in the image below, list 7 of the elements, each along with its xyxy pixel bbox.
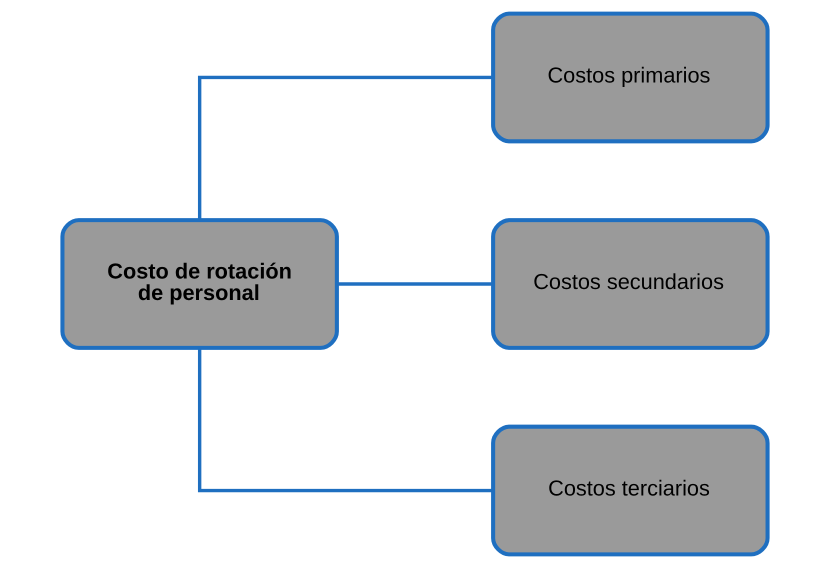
node-box: Costos terciarios xyxy=(491,424,770,556)
node-box: Costos secundarios xyxy=(491,218,770,350)
node-box: Costos primarios xyxy=(491,12,770,144)
connector xyxy=(198,76,493,220)
connector xyxy=(198,348,493,492)
connector xyxy=(337,282,494,286)
node-box: Costo de rotación de personal xyxy=(60,218,339,350)
